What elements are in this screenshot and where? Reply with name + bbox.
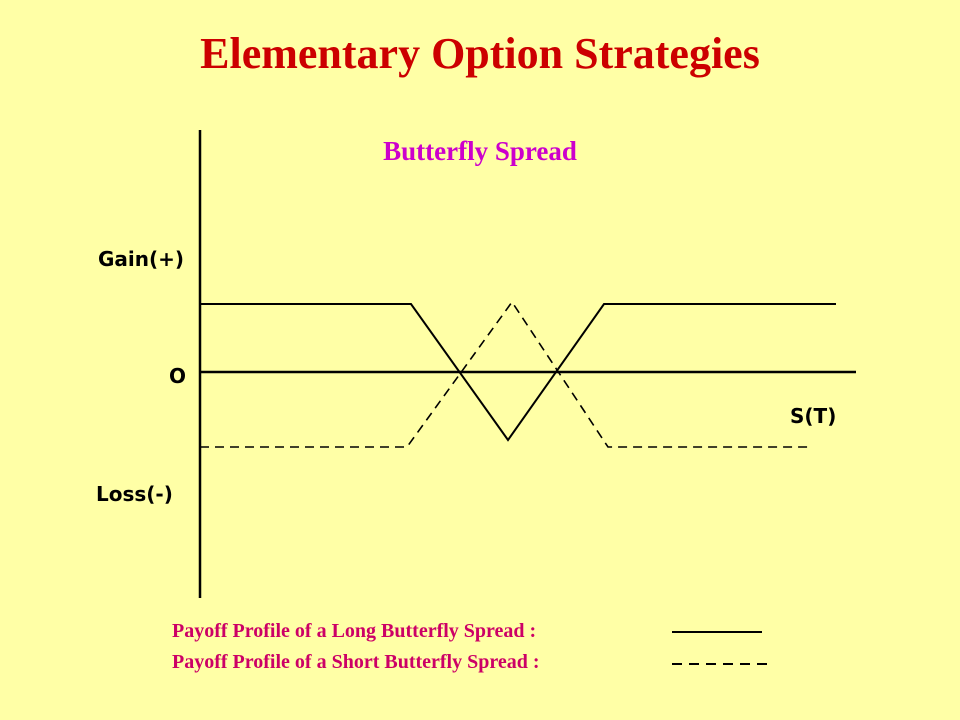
diagram-subtitle: Butterfly Spread xyxy=(383,136,577,166)
long-butterfly-payoff-line xyxy=(200,303,836,442)
legend-long-text: Payoff Profile of a Long Butterfly Sprea… xyxy=(172,620,537,642)
loss-label: Loss(-) xyxy=(96,482,173,506)
short-butterfly-payoff-line xyxy=(200,300,812,448)
origin-label: O xyxy=(169,364,187,388)
gain-label: Gain(+) xyxy=(98,247,185,271)
x-axis-label: S(T) xyxy=(790,404,837,428)
legend-short-text: Payoff Profile of a Short Butterfly Spre… xyxy=(172,651,540,673)
slide-title: Elementary Option Strategies xyxy=(200,29,760,78)
